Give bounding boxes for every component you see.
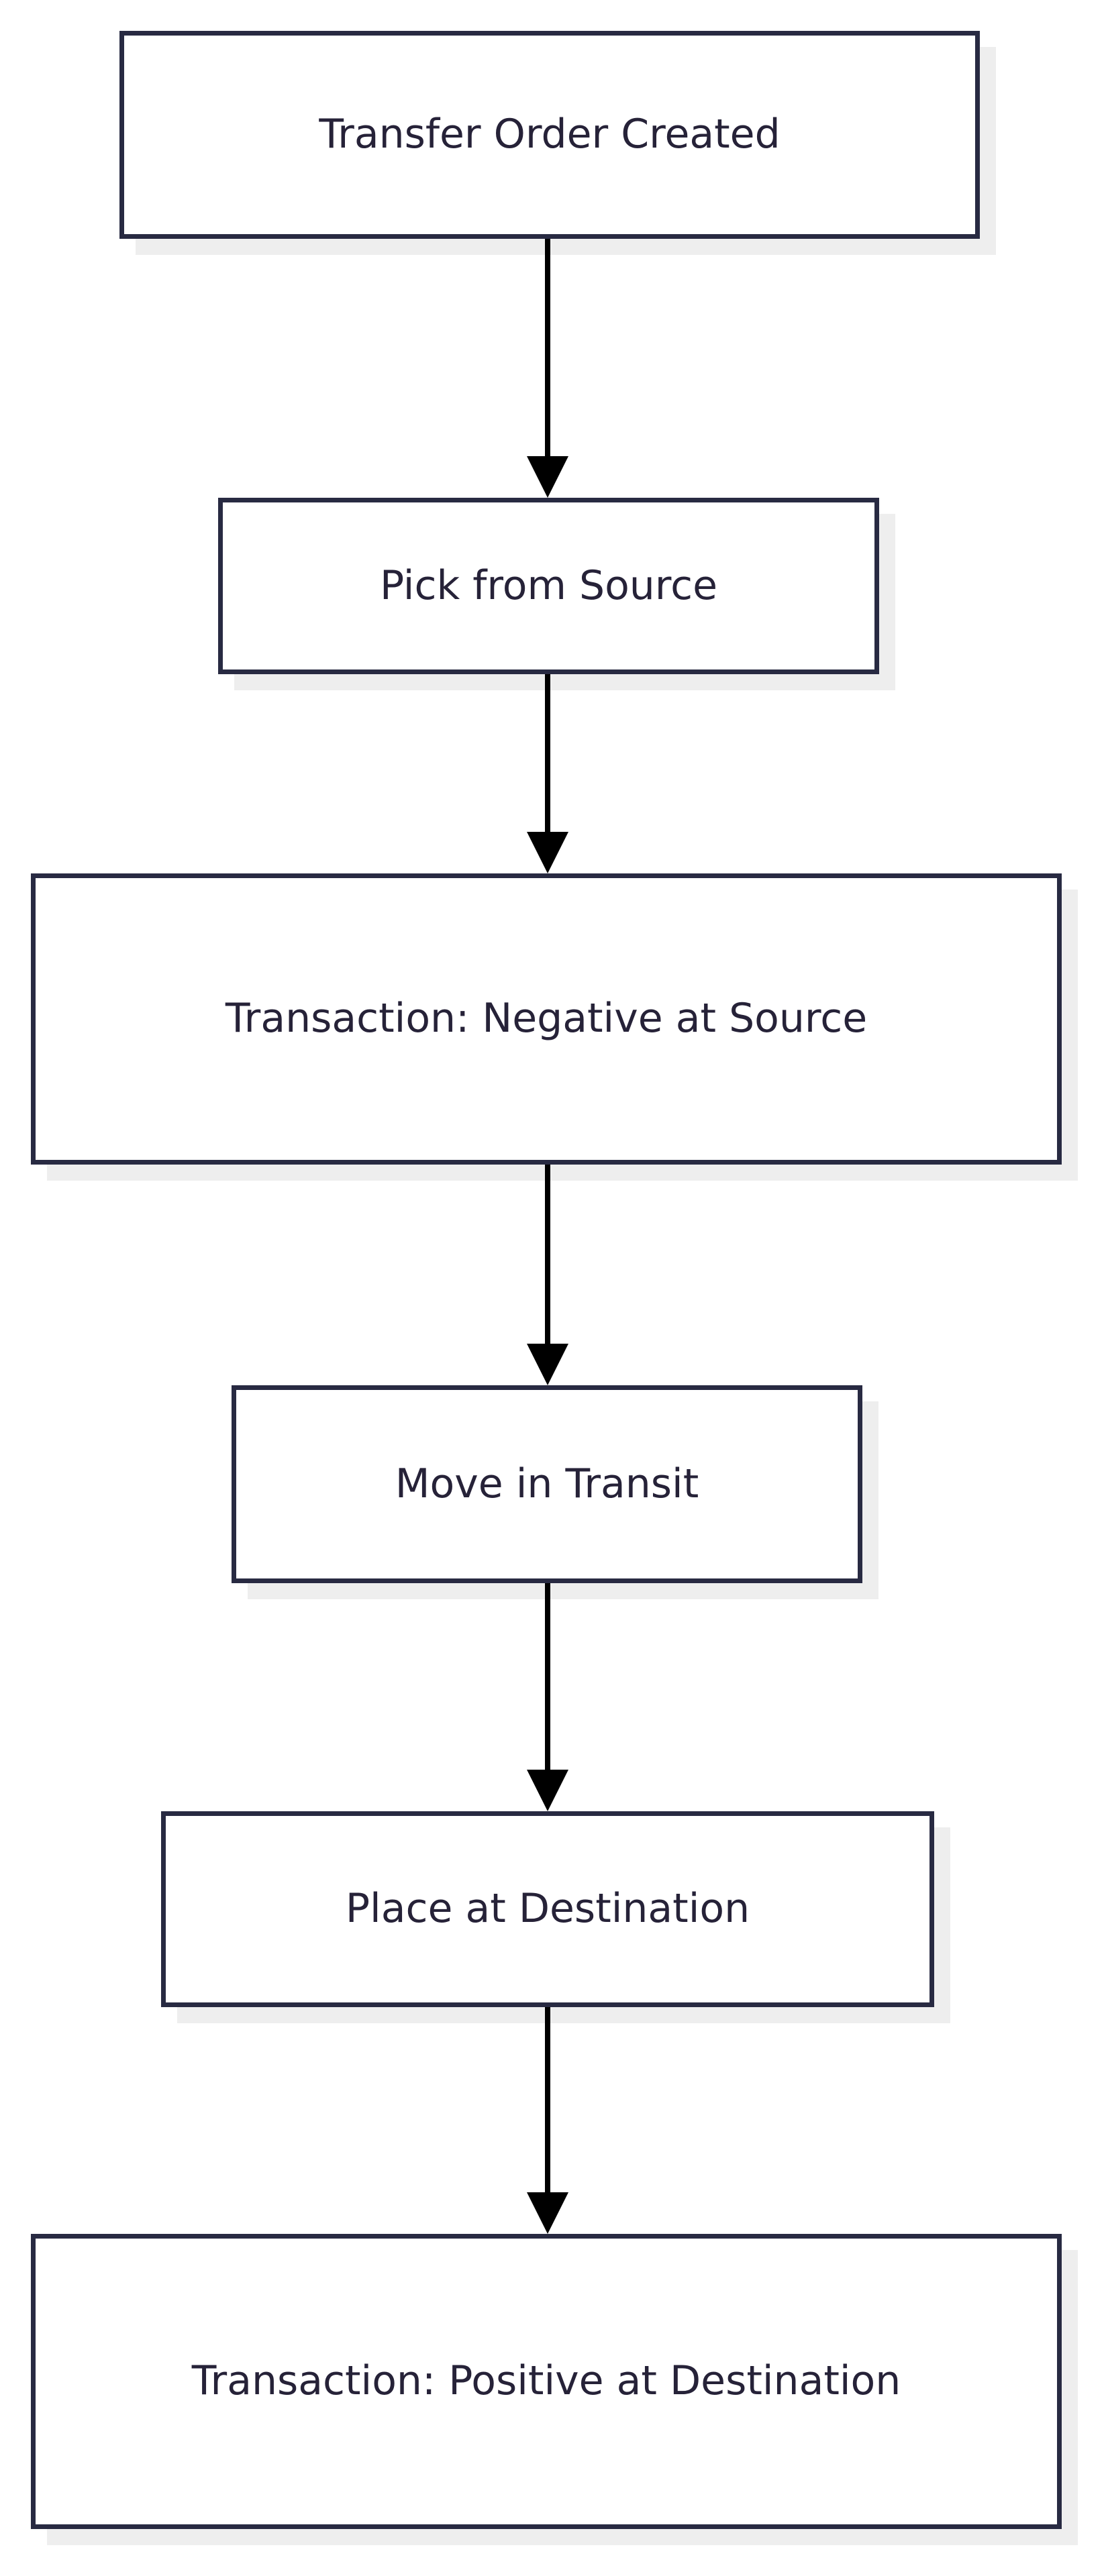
- flow-arrow: [519, 1165, 576, 1385]
- flow-node-pick-from-source[interactable]: Pick from Source: [218, 498, 879, 674]
- flow-node-transaction-positive-at-destination[interactable]: Transaction: Positive at Destination: [31, 2234, 1062, 2529]
- flow-arrow: [519, 2007, 576, 2234]
- flow-arrow: [519, 674, 576, 873]
- flow-node-label: Pick from Source: [379, 561, 718, 609]
- flow-node-move-in-transit[interactable]: Move in Transit: [232, 1385, 862, 1583]
- flow-node-label: Transaction: Negative at Source: [225, 995, 868, 1042]
- flow-node-transfer-order-created[interactable]: Transfer Order Created: [119, 31, 980, 239]
- flow-node-label: Place at Destination: [345, 1885, 750, 1933]
- flow-node-label: Transfer Order Created: [319, 111, 781, 158]
- flow-node-transaction-negative-at-source[interactable]: Transaction: Negative at Source: [31, 873, 1062, 1165]
- flow-arrow: [519, 1583, 576, 1811]
- flow-node-label: Move in Transit: [395, 1460, 699, 1507]
- flow-node-label: Transaction: Positive at Destination: [191, 2357, 901, 2405]
- flow-node-place-at-destination[interactable]: Place at Destination: [161, 1811, 934, 2007]
- flow-arrow: [519, 239, 576, 498]
